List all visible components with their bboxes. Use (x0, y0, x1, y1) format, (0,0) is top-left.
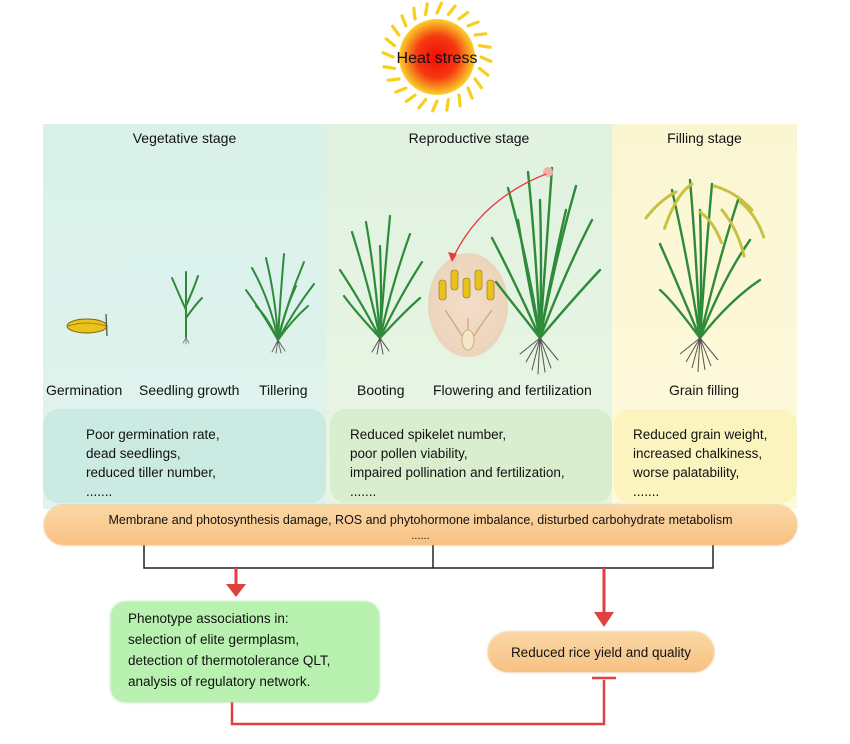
effect-item: worse palatability, (633, 465, 740, 480)
arrow-to-phenotype (226, 568, 246, 597)
effect-item: Poor germination rate, (86, 427, 220, 442)
sun-ray (477, 44, 492, 49)
effect-item: impaired pollination and fertilization, (350, 465, 565, 480)
effects-box-filling (614, 409, 797, 503)
grain-filling-plant-icon (644, 178, 766, 373)
sun-ray (412, 6, 417, 21)
seed-icon (66, 313, 108, 337)
sun-ray (473, 32, 488, 37)
sun-ray (466, 20, 480, 28)
mechanism-ellipsis: ...... (411, 530, 430, 542)
mechanism-text: Membrane and photosynthesis damage, ROS … (108, 513, 733, 527)
flower-closeup-icon (428, 253, 508, 357)
sun-icon (381, 1, 493, 113)
effect-item: Reduced spikelet number, (350, 427, 507, 442)
effect-item: poor pollen viability, (350, 446, 468, 461)
sun-ray (386, 77, 401, 82)
sun-ray (435, 1, 443, 15)
effect-item: reduced tiller number, (86, 465, 216, 480)
sun-ray (466, 86, 474, 100)
effects-list-reproductive: Reduced spikelet number, poor pollen via… (350, 425, 565, 501)
sun-ray (400, 14, 408, 28)
flowering-plant-icon (490, 166, 602, 375)
stage-title-vegetative: Vegetative stage (132, 130, 237, 146)
zoom-arrow (451, 173, 547, 261)
label-seedling: Seedling growth (139, 382, 240, 398)
label-germination: Germination (46, 382, 123, 398)
mechanism-bar (44, 505, 797, 545)
effect-item: ....... (86, 484, 113, 499)
sun-ray (457, 93, 462, 108)
phenotype-line: selection of elite germplasm, (128, 632, 300, 647)
sun-ray (479, 55, 493, 63)
label-booting: Booting (357, 382, 405, 398)
inhibition-connector (230, 676, 616, 726)
stage-title-reproductive: Reproductive stage (408, 130, 530, 146)
sun-ray (473, 77, 484, 90)
effect-item: increased chalkiness, (633, 446, 763, 461)
sun-ray (424, 2, 429, 17)
sun-ray (417, 97, 428, 110)
sun-ray (404, 93, 417, 104)
effects-list-vegetative: Poor germination rate, dead seedlings, r… (86, 425, 220, 501)
effect-item: ....... (633, 484, 660, 499)
sun-ray (382, 65, 397, 70)
sun-ray (431, 99, 439, 113)
zoom-arrowhead (448, 252, 457, 262)
sun-ray (477, 66, 490, 77)
effects-list-filling: Reduced grain weight, increased chalkine… (633, 425, 767, 501)
effect-item: dead seedlings, (86, 446, 181, 461)
label-grain-filling: Grain filling (669, 382, 740, 398)
sun-ray (445, 97, 450, 112)
effects-box-reproductive (330, 409, 612, 503)
effects-box-vegetative (43, 409, 326, 503)
yield-box (488, 632, 714, 672)
sun-ray (384, 37, 397, 48)
tillering-plant-icon (245, 253, 315, 354)
sun-ray (394, 86, 408, 94)
effect-item: Reduced grain weight, (633, 427, 768, 442)
sun-ray (457, 10, 470, 21)
effect-item: ....... (350, 484, 377, 499)
phenotype-box (111, 602, 379, 702)
connector-lines (143, 545, 714, 569)
phenotype-line: analysis of regulatory network. (128, 674, 311, 689)
phenotype-line: Phenotype associations in: (128, 611, 289, 626)
label-flowering: Flowering and fertilization (433, 382, 592, 398)
booting-plant-icon (338, 214, 424, 355)
seedling-icon (171, 271, 203, 345)
label-tillering: Tillering (259, 382, 308, 398)
heat-stress-label: Heat stress (396, 50, 478, 67)
sun-ray (446, 4, 457, 17)
phenotype-text: Phenotype associations in: selection of … (128, 608, 330, 692)
spikelet-highlight (543, 167, 553, 177)
stage-title-filling: Filling stage (667, 130, 742, 146)
yield-label: Reduced rice yield and quality (510, 645, 692, 660)
sun-ray (381, 51, 395, 59)
phenotype-line: detection of thermotolerance QLT, (128, 653, 331, 668)
arrow-to-yield (594, 568, 614, 627)
sun-ray (390, 24, 401, 37)
